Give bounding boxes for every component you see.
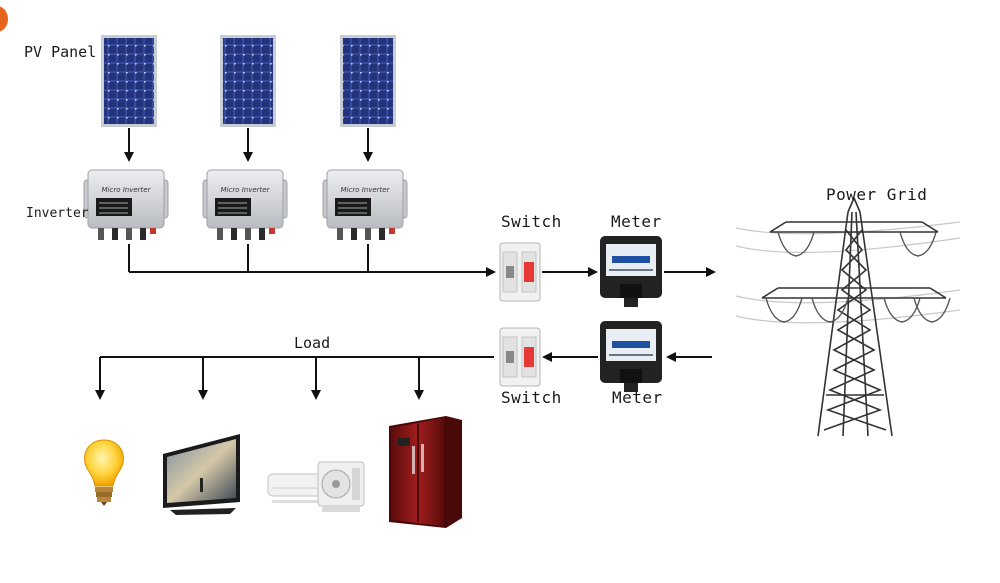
inverter-brand-text: Micro Inverter (221, 186, 271, 194)
pv-panel-1 (101, 35, 157, 127)
television-icon (163, 434, 240, 515)
meter-bottom-label: Meter (612, 388, 663, 407)
switch-bottom-label: Switch (501, 388, 562, 407)
solar-panel-icon (104, 38, 154, 124)
meter-bottom (600, 321, 662, 392)
inverter-label: Inverter (26, 206, 89, 221)
power-tower-icon (735, 197, 961, 437)
pv-panel-label: PV Panel (24, 43, 97, 61)
circuit-breaker-icon (499, 242, 541, 302)
switch-top-label: Switch (501, 212, 562, 231)
refrigerator-icon (389, 416, 462, 528)
micro-inverter-icon: Micro Inverter (202, 169, 288, 240)
light-bulb-icon (84, 439, 124, 506)
panel-to-inverter-arrows (124, 128, 373, 162)
switch-bottom (499, 327, 541, 387)
meter-top-label: Meter (611, 212, 662, 231)
inverter-brand-text: Micro Inverter (341, 186, 391, 194)
corner-badge (0, 6, 8, 32)
switch-top (499, 242, 541, 302)
load-label: Load (294, 334, 331, 352)
pv-panel-3 (340, 35, 396, 127)
power-grid-label: Power Grid (826, 185, 928, 204)
inverter-bus-wire (95, 244, 716, 400)
energy-meter-icon (600, 321, 662, 392)
inverter-brand-text: Micro Inverter (102, 186, 152, 194)
energy-meter-icon (600, 236, 662, 307)
circuit-breaker-icon (499, 327, 541, 387)
inverters: Micro Inverter Micro Inverter Micro Invert… (83, 169, 408, 240)
air-conditioner-icon (267, 461, 365, 512)
meter-top (600, 236, 662, 307)
micro-inverter-icon: Micro Inverter (83, 169, 169, 240)
pv-panel-2 (220, 35, 276, 127)
micro-inverter-icon: Micro Inverter (322, 169, 408, 240)
solar-panel-icon (343, 38, 393, 124)
solar-panel-icon (223, 38, 273, 124)
